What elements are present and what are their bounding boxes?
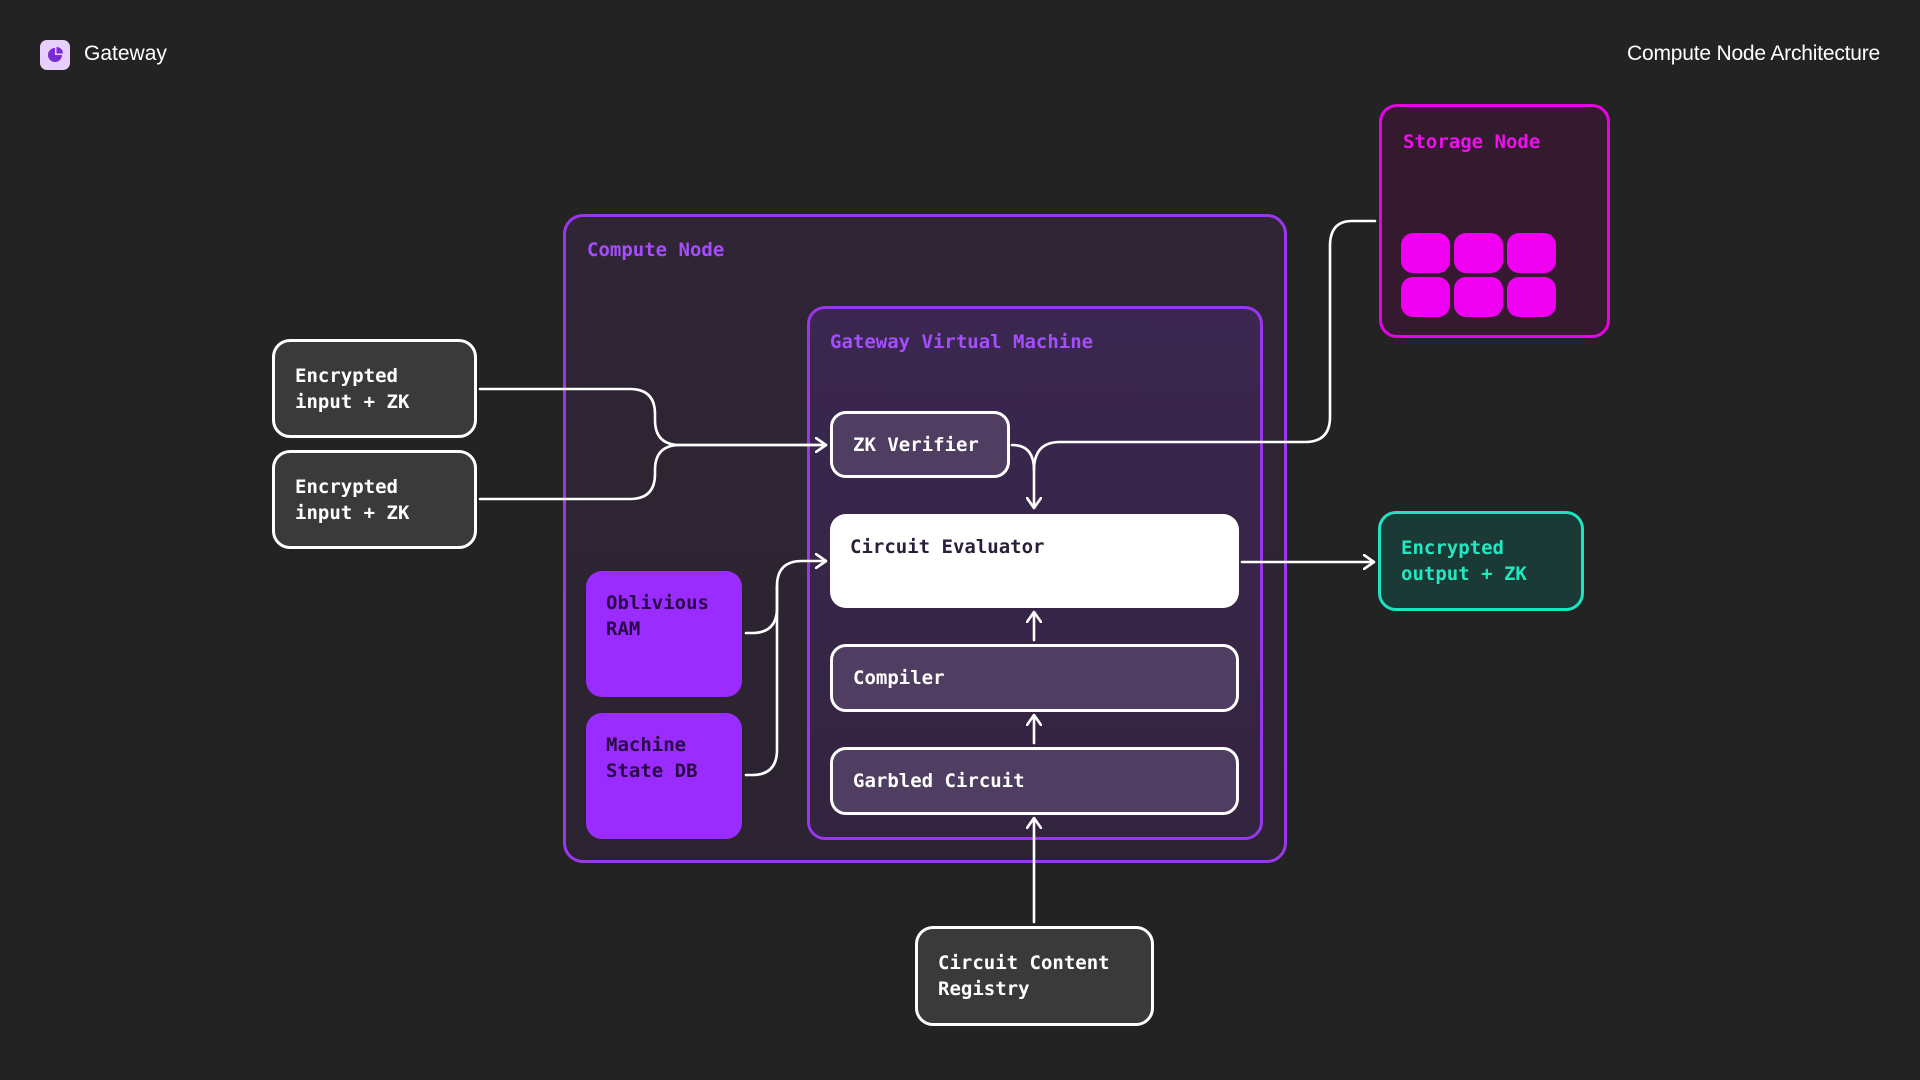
storage-block bbox=[1507, 233, 1556, 273]
encrypted-input-box: Encrypted input + ZK bbox=[272, 450, 477, 549]
compiler-label: Compiler bbox=[853, 667, 945, 689]
arrow-oram-to-evaluator bbox=[744, 561, 828, 635]
arrow-storage-to-evaluator bbox=[1032, 219, 1377, 472]
compiler-box: Compiler bbox=[830, 644, 1239, 712]
arrow-verifier-to-evaluator bbox=[1010, 443, 1034, 510]
encrypted-input-box: Encrypted input + ZK bbox=[272, 339, 477, 438]
circuit-registry-box: Circuit Content Registry bbox=[915, 926, 1154, 1026]
oblivious-ram-box: Oblivious RAM bbox=[586, 571, 742, 697]
storage-block bbox=[1401, 233, 1450, 273]
arrow-statedb-to-evaluator bbox=[744, 584, 779, 777]
machine-state-db-box: Machine State DB bbox=[586, 713, 742, 839]
machine-state-db-label: Machine State DB bbox=[606, 734, 698, 782]
oblivious-ram-label: Oblivious RAM bbox=[606, 592, 709, 640]
storage-node-label: Storage Node bbox=[1403, 131, 1541, 153]
storage-block bbox=[1454, 277, 1503, 317]
zk-verifier-box: ZK Verifier bbox=[830, 411, 1010, 478]
encrypted-output-label: Encrypted output + ZK bbox=[1401, 537, 1527, 585]
gateway-vm-label: Gateway Virtual Machine bbox=[830, 331, 1094, 353]
gateway-logo-icon bbox=[40, 40, 70, 70]
circuit-registry-label: Circuit Content Registry bbox=[938, 952, 1110, 1000]
garbled-circuit-box: Garbled Circuit bbox=[830, 747, 1239, 815]
zk-verifier-label: ZK Verifier bbox=[853, 433, 979, 456]
brand-name: Gateway bbox=[84, 42, 167, 65]
encrypted-input-label: Encrypted input + ZK bbox=[295, 475, 410, 524]
storage-block bbox=[1401, 277, 1450, 317]
circuit-evaluator-label: Circuit Evaluator bbox=[850, 536, 1045, 558]
garbled-circuit-label: Garbled Circuit bbox=[853, 770, 1025, 792]
storage-block bbox=[1507, 277, 1556, 317]
encrypted-input-label: Encrypted input + ZK bbox=[295, 364, 410, 413]
compute-node-label: Compute Node bbox=[587, 239, 725, 261]
encrypted-output-box: Encrypted output + ZK bbox=[1378, 511, 1584, 611]
page-title: Compute Node Architecture bbox=[1627, 42, 1880, 65]
storage-block bbox=[1454, 233, 1503, 273]
arrow-input1-to-verifier bbox=[478, 387, 828, 445]
storage-node-container: Storage Node bbox=[1379, 104, 1610, 338]
circuit-evaluator-box: Circuit Evaluator bbox=[830, 514, 1239, 608]
arrow-input2-to-verifier bbox=[478, 443, 828, 501]
